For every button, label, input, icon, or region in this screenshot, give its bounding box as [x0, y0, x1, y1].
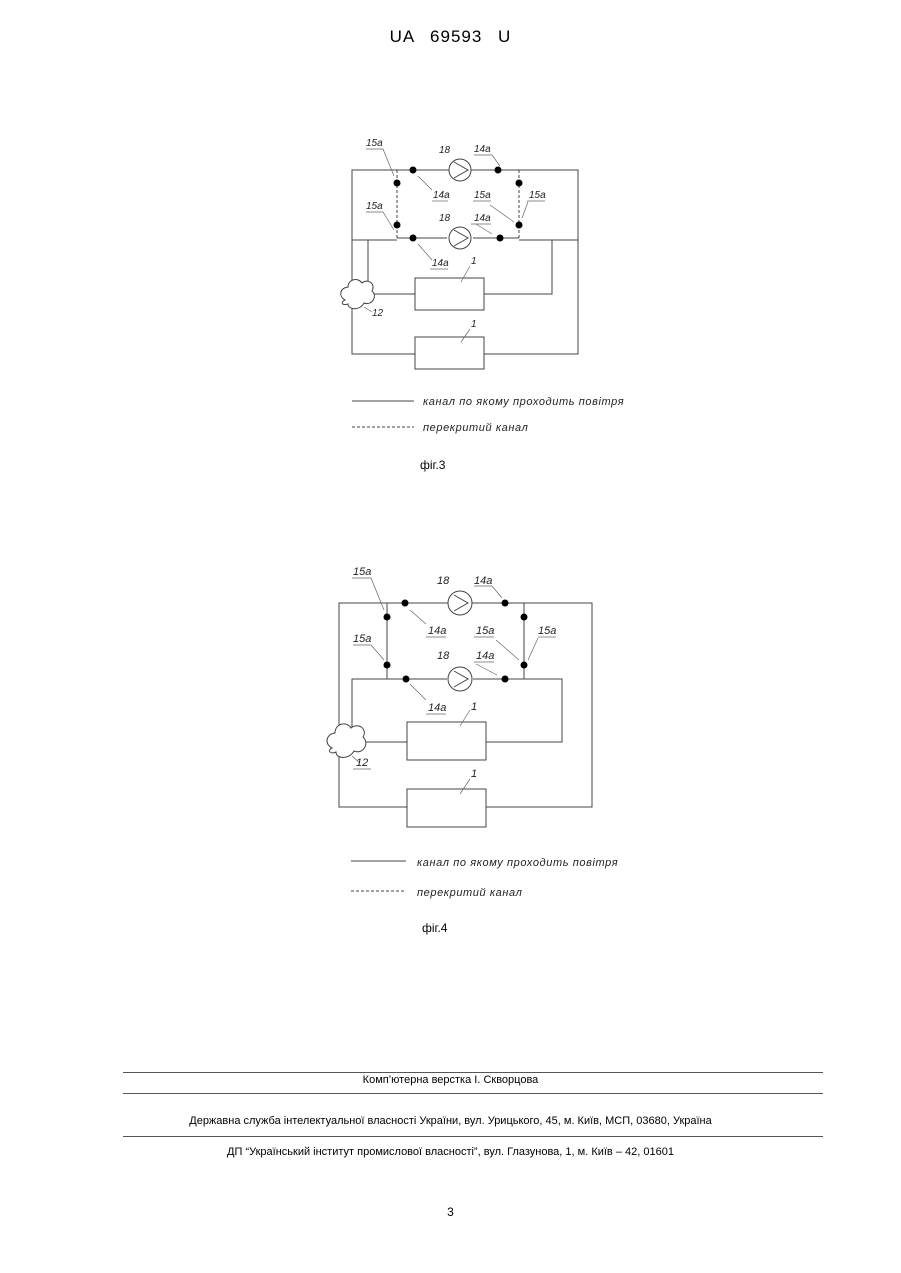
fig4-legend-dashed-label: перекритий канал — [417, 887, 522, 899]
footer-divider — [123, 1136, 823, 1137]
fig4-valve — [384, 614, 391, 621]
fig4-label-18: 18 — [437, 650, 450, 662]
fig4-valve — [403, 676, 410, 683]
fig4-valve — [502, 676, 509, 683]
fig4-caption: фіг.4 — [422, 921, 448, 935]
fig4-label-15a: 15а — [353, 633, 371, 645]
footer-layout-credit: Комп’ютерна верстка І. Скворцова — [0, 1074, 901, 1086]
page-number: 3 — [0, 1205, 901, 1219]
footer-divider — [123, 1093, 823, 1094]
fig4-label-1: 1 — [471, 768, 477, 780]
fig4-label-12: 12 — [356, 757, 368, 769]
fig4-valve — [521, 614, 528, 621]
fig4-fan-top-icon — [448, 591, 472, 615]
fig4-inner-right — [486, 679, 562, 742]
fig4-label-18: 18 — [437, 575, 450, 587]
fig4-label-15a: 15а — [353, 566, 371, 578]
fig4-legend-solid-label: канал по якому проходить повітря — [417, 857, 618, 869]
fig4-valve — [502, 600, 509, 607]
footer-institute-address: ДП “Український інститут промислової вла… — [0, 1146, 901, 1158]
fig4-valve — [521, 662, 528, 669]
fig4-fan-mid-icon — [448, 667, 472, 691]
fig4-label-15a: 15а — [538, 625, 556, 637]
fig4-unit-lower — [407, 789, 486, 827]
fig4-label-1: 1 — [471, 701, 477, 713]
fig4-label-14a: 14а — [428, 702, 446, 714]
fig4-source-cloud-icon — [327, 724, 366, 758]
fig4-valve — [384, 662, 391, 669]
fig4-label-15a: 15а — [476, 625, 494, 637]
fig4-label-14a: 14а — [428, 625, 446, 637]
footer-office-address: Державна служба інтелектуальної власност… — [0, 1115, 901, 1127]
fig4-valve — [402, 600, 409, 607]
footer-divider — [123, 1072, 823, 1073]
fig4-unit-upper — [407, 722, 486, 760]
figure-4-diagram: 15а 18 14а 14а 15а 15а 15а 18 14а 14а 1 … — [0, 0, 901, 950]
fig4-label-14a: 14а — [474, 575, 492, 587]
fig4-label-14a: 14а — [476, 650, 494, 662]
